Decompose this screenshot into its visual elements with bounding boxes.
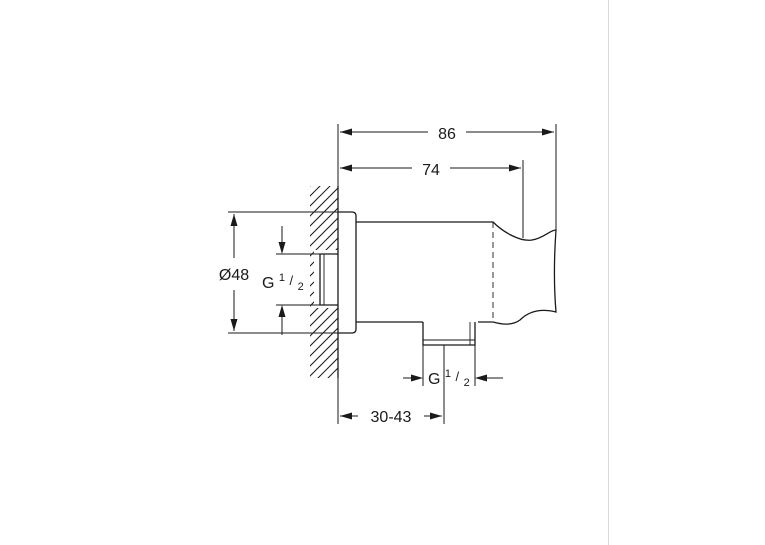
dimension-wall-offset <box>337 345 445 424</box>
outlet-thread-prefix: G <box>428 371 440 388</box>
wall-thread-prefix: G <box>262 275 274 292</box>
dimension-overall-length-label: 86 <box>438 126 456 143</box>
dimension-overall-length <box>337 124 557 230</box>
wall-thread-label: G 1 / 2 <box>262 268 304 293</box>
flange <box>338 211 357 334</box>
dimension-outlet-thread <box>403 345 503 386</box>
holder-body <box>356 221 557 325</box>
wall-thread-connector <box>319 253 338 306</box>
outlet-thread-label: G 1 / 2 <box>428 364 470 389</box>
dimension-flange-diameter <box>228 211 338 334</box>
outlet-thread-connector <box>422 322 476 346</box>
wall-thread-denominator: 2 <box>298 281 304 293</box>
dimension-wall-offset-label: 30-43 <box>371 409 412 426</box>
dimension-body-length <box>340 160 524 238</box>
wall-thread-numerator: 1 <box>279 272 285 284</box>
dimension-body-length-label: 74 <box>422 162 440 179</box>
page-right-border <box>608 0 609 545</box>
dimension-wall-thread <box>276 226 320 335</box>
outlet-thread-denominator: 2 <box>464 377 470 389</box>
outlet-thread-numerator: 1 <box>445 368 451 380</box>
dimension-flange-diameter-label: Ø48 <box>219 267 249 284</box>
